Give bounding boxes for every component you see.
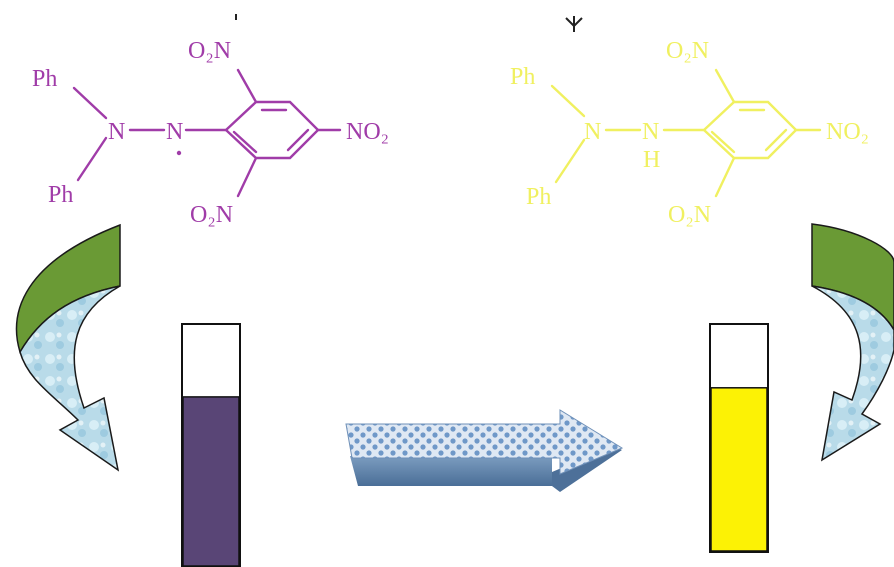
nitro-label-bottom: O₂N bbox=[668, 202, 711, 228]
bond-ring-no2-bottom bbox=[236, 156, 258, 198]
nitrogen-label-2: N bbox=[166, 119, 183, 145]
bond-ph-n-top bbox=[550, 84, 586, 118]
bond-ph-n-bottom bbox=[554, 138, 586, 184]
dpph-radical-molecule: Ph Ph N N O₂N O₂N NO₂ bbox=[32, 38, 389, 228]
right-curved-arrow bbox=[811, 223, 894, 462]
phenyl-label-top: Ph bbox=[510, 64, 535, 90]
bond-ring-no2-top bbox=[714, 68, 736, 104]
reduced-labels: Ph Ph N N H O₂N O₂N NO₂ bbox=[510, 38, 869, 228]
cuvette-right-solution bbox=[710, 387, 768, 552]
nitro-label-top: O₂N bbox=[666, 38, 709, 64]
bond-ph-n-top bbox=[72, 86, 108, 120]
radical-labels: Ph Ph N N O₂N O₂N NO₂ bbox=[32, 38, 389, 228]
cuvette-left bbox=[181, 323, 241, 567]
nitro-label-top: O₂N bbox=[188, 38, 231, 64]
right-curved-arrow-water bbox=[811, 285, 894, 462]
top-cross-mark bbox=[565, 16, 583, 32]
reaction-arrow-head-side bbox=[552, 446, 622, 492]
left-curved-arrow bbox=[15, 223, 121, 472]
phenyl-label-bottom: Ph bbox=[48, 182, 73, 208]
reaction-arrow bbox=[345, 409, 624, 492]
radical-dot bbox=[176, 150, 182, 156]
nitro-label-para: NO₂ bbox=[826, 119, 869, 145]
bond-ring-no2-top bbox=[236, 68, 258, 104]
ring-double-bond-3 bbox=[286, 128, 310, 152]
cuvette-right bbox=[709, 323, 769, 553]
cuvette-left-solution bbox=[182, 396, 240, 567]
nitro-label-para: NO₂ bbox=[346, 119, 389, 145]
nitrogen-label-1: N bbox=[108, 119, 125, 145]
nitro-label-bottom: O₂N bbox=[190, 202, 233, 228]
left-curved-arrow-water bbox=[19, 285, 121, 472]
hydrogen-label: H bbox=[643, 147, 660, 173]
bond-ring-no2-bottom bbox=[714, 156, 736, 198]
reaction-arrow-top bbox=[345, 409, 624, 475]
ring-double-bond-3 bbox=[764, 128, 788, 152]
ring-double-bond-2 bbox=[232, 130, 258, 154]
phenyl-label-top: Ph bbox=[32, 66, 57, 92]
ring-double-bond-2 bbox=[710, 130, 736, 154]
nitrogen-label-2: N bbox=[642, 119, 659, 145]
reaction-arrow-side bbox=[350, 456, 552, 486]
dpph-h-molecule: Ph Ph N N H O₂N O₂N NO₂ bbox=[510, 38, 869, 228]
phenyl-label-bottom: Ph bbox=[526, 184, 551, 210]
nitrogen-label-1: N bbox=[584, 119, 601, 145]
bond-ph-n-bottom bbox=[76, 136, 108, 182]
